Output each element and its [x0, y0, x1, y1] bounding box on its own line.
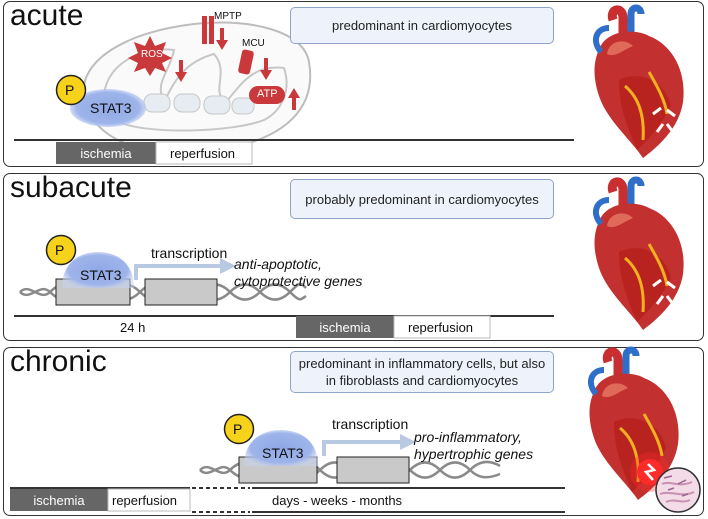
- timeline-reperfusion: reperfusion: [170, 146, 236, 161]
- transcription-label: transcription: [151, 245, 228, 261]
- timeline-reperfusion: reperfusion: [408, 320, 474, 335]
- ros-star-icon: [128, 36, 172, 76]
- timeline-axis: [10, 487, 565, 513]
- atp-label: ATP: [257, 88, 278, 100]
- cell-type-note: predominant in cardiomyocytes: [290, 7, 554, 44]
- up-arrow-icon: [288, 88, 300, 110]
- panel-chronic: chronic predominant in inflammatory cell…: [3, 345, 704, 516]
- stat3-label: STAT3: [80, 267, 122, 283]
- transcription-arrow: [322, 434, 416, 456]
- timeline-reperfusion-segment: [393, 315, 491, 339]
- timeline-duration: days - weeks - months: [272, 493, 403, 508]
- down-arrow-icon: [216, 28, 228, 50]
- transcription-arrow: [134, 258, 236, 280]
- heart-illustration: [574, 352, 701, 513]
- timeline-reperfusion-segment: [107, 488, 191, 512]
- timeline-axis: [14, 139, 574, 141]
- ros-label: ROS: [141, 49, 163, 60]
- timeline-ischemia: ischemia: [56, 142, 156, 164]
- phosphate-label: P: [233, 421, 243, 437]
- phosphate-label: P: [55, 242, 65, 258]
- transcription-label: transcription: [332, 416, 409, 432]
- phosphate-label: P: [65, 82, 75, 98]
- atp-pill-icon: [249, 86, 285, 104]
- gene-box: [336, 456, 410, 484]
- stat3-protein: [244, 430, 318, 466]
- mptp-channel-icon: [202, 16, 214, 44]
- target-genes-label: anti-apoptotic, cytoprotective genes: [234, 256, 363, 289]
- mcu-label: MCU: [242, 38, 265, 49]
- cell-type-note: probably predominant in cardiomyocytes: [290, 179, 554, 219]
- phosphate-circle: [45, 234, 77, 266]
- panel-title: acute: [10, 0, 84, 32]
- stat3-label: STAT3: [262, 445, 304, 461]
- cell-type-note: predominant in inflammatory cells, but a…: [290, 351, 554, 393]
- panel-acute: acute ROS MPTP MCU ATP STAT3 P predomina…: [3, 0, 704, 167]
- target-genes-label: pro-inflammatory, hypertrophic genes: [414, 429, 534, 462]
- timeline-24h: 24 h: [120, 320, 146, 335]
- mcu-channel-icon: [238, 49, 254, 75]
- timeline-ischemia: ischemia: [10, 489, 108, 511]
- timeline-reperfusion-segment: [155, 141, 253, 165]
- gene-box: [144, 278, 218, 306]
- heart-illustration: [579, 182, 689, 332]
- down-arrow-icon: [175, 60, 187, 82]
- panel-title: subacute: [10, 171, 132, 204]
- timeline-reperfusion: reperfusion: [112, 493, 178, 508]
- phosphate-circle: [55, 74, 87, 106]
- down-arrow-icon: [260, 58, 272, 80]
- stat3-protein: [62, 252, 134, 288]
- stat3-protein: [70, 89, 146, 127]
- panel-subacute: subacute probably predominant in cardiom…: [3, 171, 704, 341]
- panel-title: chronic: [10, 345, 107, 378]
- heart-illustration: [579, 10, 689, 160]
- mptp-label: MPTP: [214, 11, 242, 22]
- timeline-ischemia: ischemia: [296, 316, 394, 338]
- stat3-label: STAT3: [90, 100, 132, 116]
- phosphate-circle: [223, 413, 255, 445]
